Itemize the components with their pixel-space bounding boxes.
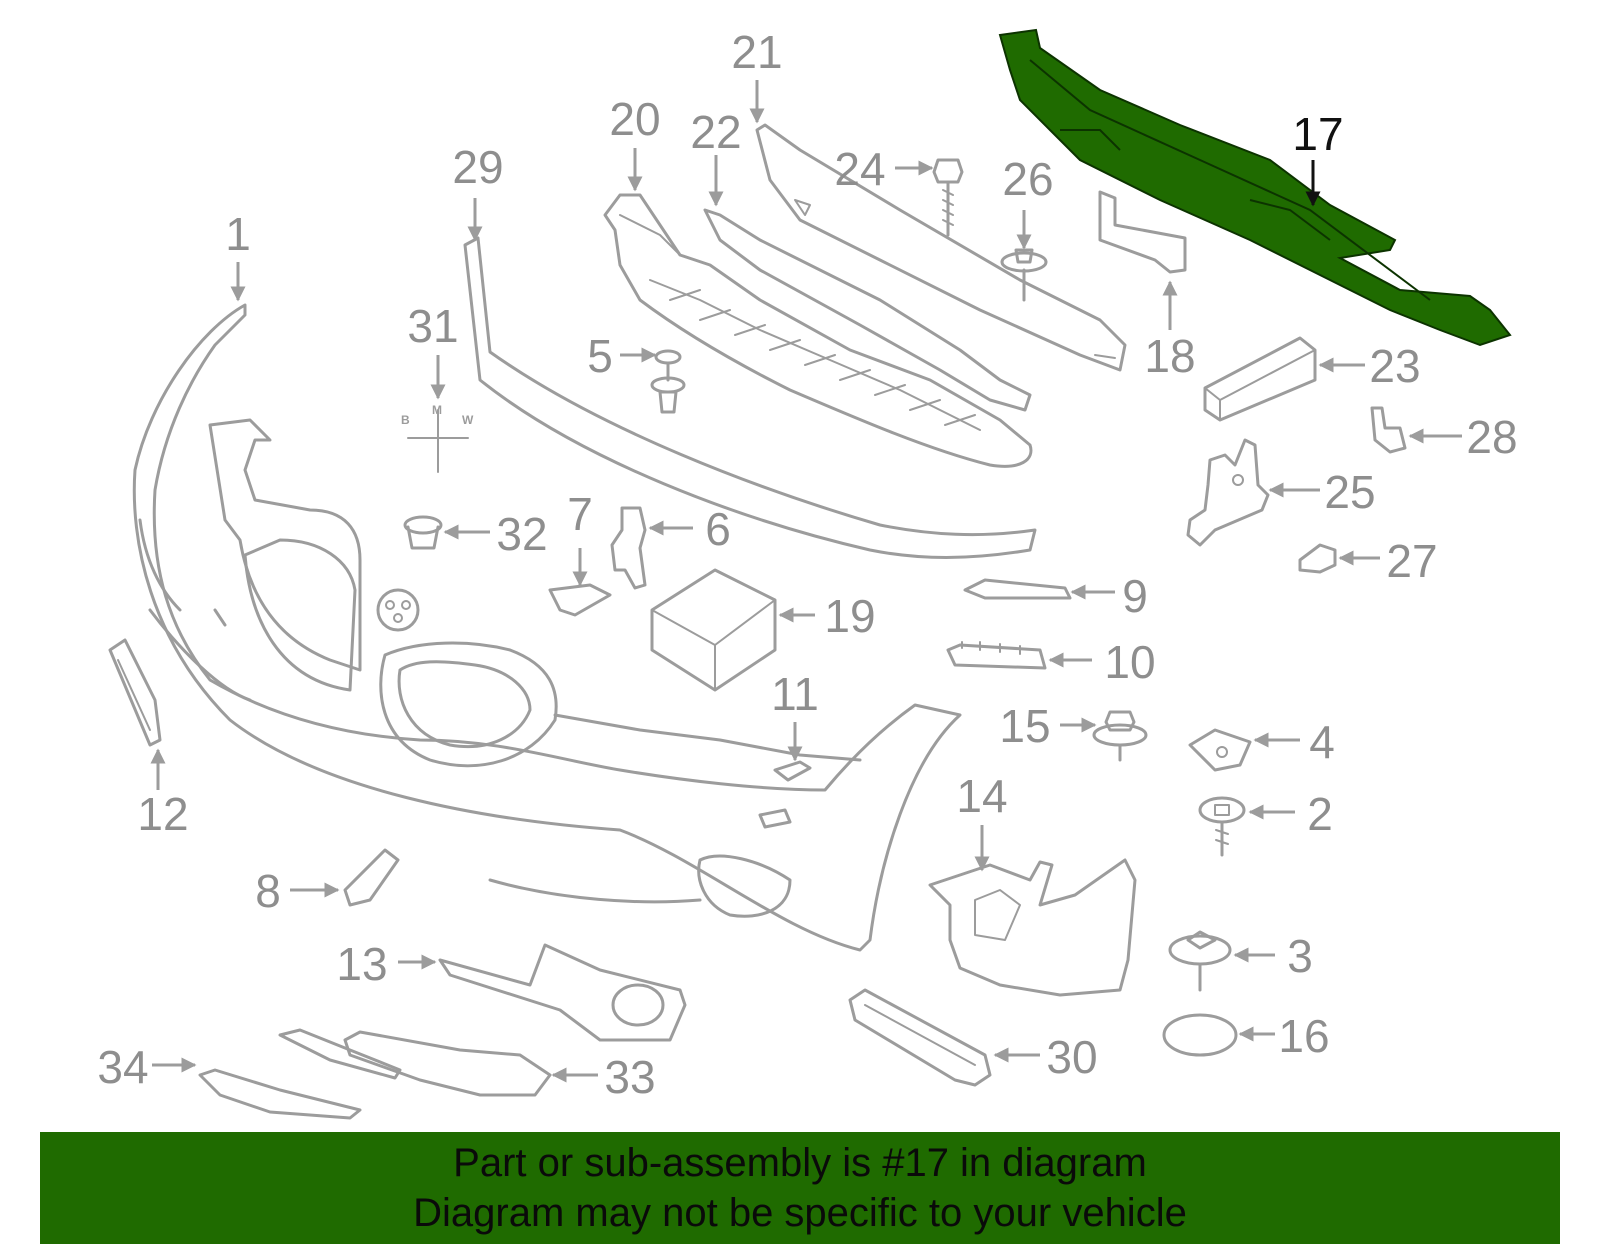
callout-13: 13	[336, 938, 387, 990]
callout-20: 20	[609, 93, 660, 145]
callout-14: 14	[956, 770, 1007, 822]
emblem-letter-m: M	[432, 403, 442, 417]
callout-9: 9	[1122, 570, 1148, 622]
callout-33: 33	[604, 1051, 655, 1103]
callout-12: 12	[137, 788, 188, 840]
part-19-foam-block[interactable]	[650, 568, 777, 692]
callout-4: 4	[1309, 716, 1335, 768]
part-26-screw[interactable]	[1000, 248, 1048, 302]
callout-21: 21	[731, 26, 782, 78]
callout-2: 2	[1307, 788, 1333, 840]
callout-3: 3	[1287, 930, 1313, 982]
part-12-side-trim[interactable]	[108, 638, 162, 747]
callout-30: 30	[1046, 1031, 1097, 1083]
callout-18: 18	[1144, 330, 1195, 382]
part-28-clip[interactable]	[1370, 406, 1407, 454]
part-2-screw[interactable]	[1198, 796, 1246, 857]
part-6-bracket[interactable]	[610, 506, 647, 590]
part-14-arch-trim[interactable]	[928, 858, 1137, 997]
callout-32: 32	[496, 508, 547, 560]
part-9-trim[interactable]	[963, 578, 1072, 600]
callout-5: 5	[587, 330, 613, 382]
callout-26: 26	[1002, 153, 1053, 205]
part-32-grommet[interactable]	[403, 515, 443, 550]
callout-34: 34	[97, 1041, 148, 1093]
part-1-bumper-cover[interactable]	[132, 303, 962, 952]
banner-line-1: Part or sub-assembly is #17 in diagram	[453, 1141, 1147, 1185]
callout-23: 23	[1369, 340, 1420, 392]
callout-22: 22	[690, 106, 741, 158]
callout-10: 10	[1104, 636, 1155, 688]
part-30-grille[interactable]	[848, 988, 992, 1087]
part-16-ring[interactable]	[1162, 1013, 1238, 1057]
callout-29: 29	[452, 141, 503, 193]
part-13-fog-grille[interactable]	[438, 943, 687, 1042]
part-29-trim-strip[interactable]	[463, 236, 1037, 559]
part-15-nut[interactable]	[1092, 710, 1148, 762]
callout-19: 19	[824, 590, 875, 642]
callout-1: 1	[225, 208, 251, 260]
part-10-trim[interactable]	[946, 641, 1047, 670]
part-11-cap[interactable]	[773, 760, 812, 782]
callout-27: 27	[1386, 535, 1437, 587]
part-20-carrier-grid[interactable]	[603, 193, 1033, 468]
callout-numbers: 1 2 3 4 5 6 7 8 9 10 11 12 13 14 15 16 1…	[97, 26, 1517, 1103]
info-banner: Part or sub-assembly is #17 in diagram D…	[40, 1132, 1560, 1244]
callout-31: 31	[407, 300, 458, 352]
part-21-bracket[interactable]	[755, 123, 1127, 372]
leader-lines	[150, 80, 1462, 1083]
part-17-bumper-absorber[interactable]	[998, 28, 1512, 347]
callout-15: 15	[999, 700, 1050, 752]
part-27-cap[interactable]	[1298, 543, 1337, 574]
callout-25: 25	[1324, 466, 1375, 518]
part-25-mount[interactable]	[1186, 438, 1270, 547]
emblem-letter-w: W	[462, 413, 474, 427]
callout-6: 6	[705, 503, 731, 555]
callout-24: 24	[834, 143, 885, 195]
part-33-trim[interactable]	[343, 1030, 552, 1097]
callout-11: 11	[771, 668, 819, 720]
callout-8: 8	[255, 865, 281, 917]
part-3-screw[interactable]	[1168, 930, 1232, 992]
part-18-bracket[interactable]	[1098, 190, 1187, 274]
part-7-bracket[interactable]	[548, 583, 612, 617]
emblem-letter-b: B	[401, 413, 410, 427]
part-24-bolt[interactable]	[932, 158, 964, 237]
part-8-bracket[interactable]	[343, 848, 400, 907]
part-22-strip[interactable]	[703, 208, 1032, 412]
part-23-bracket[interactable]	[1203, 336, 1317, 422]
callout-16: 16	[1278, 1010, 1329, 1062]
part-4-clip[interactable]	[1188, 728, 1252, 772]
part-5-push-pin[interactable]	[650, 349, 686, 414]
banner-line-2: Diagram may not be specific to your vehi…	[413, 1191, 1187, 1235]
callout-17: 17	[1292, 108, 1343, 160]
part-31-emblem[interactable]: B M W	[401, 403, 474, 473]
callout-7: 7	[567, 488, 593, 540]
part-34-trim[interactable]	[198, 1028, 402, 1120]
callout-28: 28	[1466, 411, 1517, 463]
